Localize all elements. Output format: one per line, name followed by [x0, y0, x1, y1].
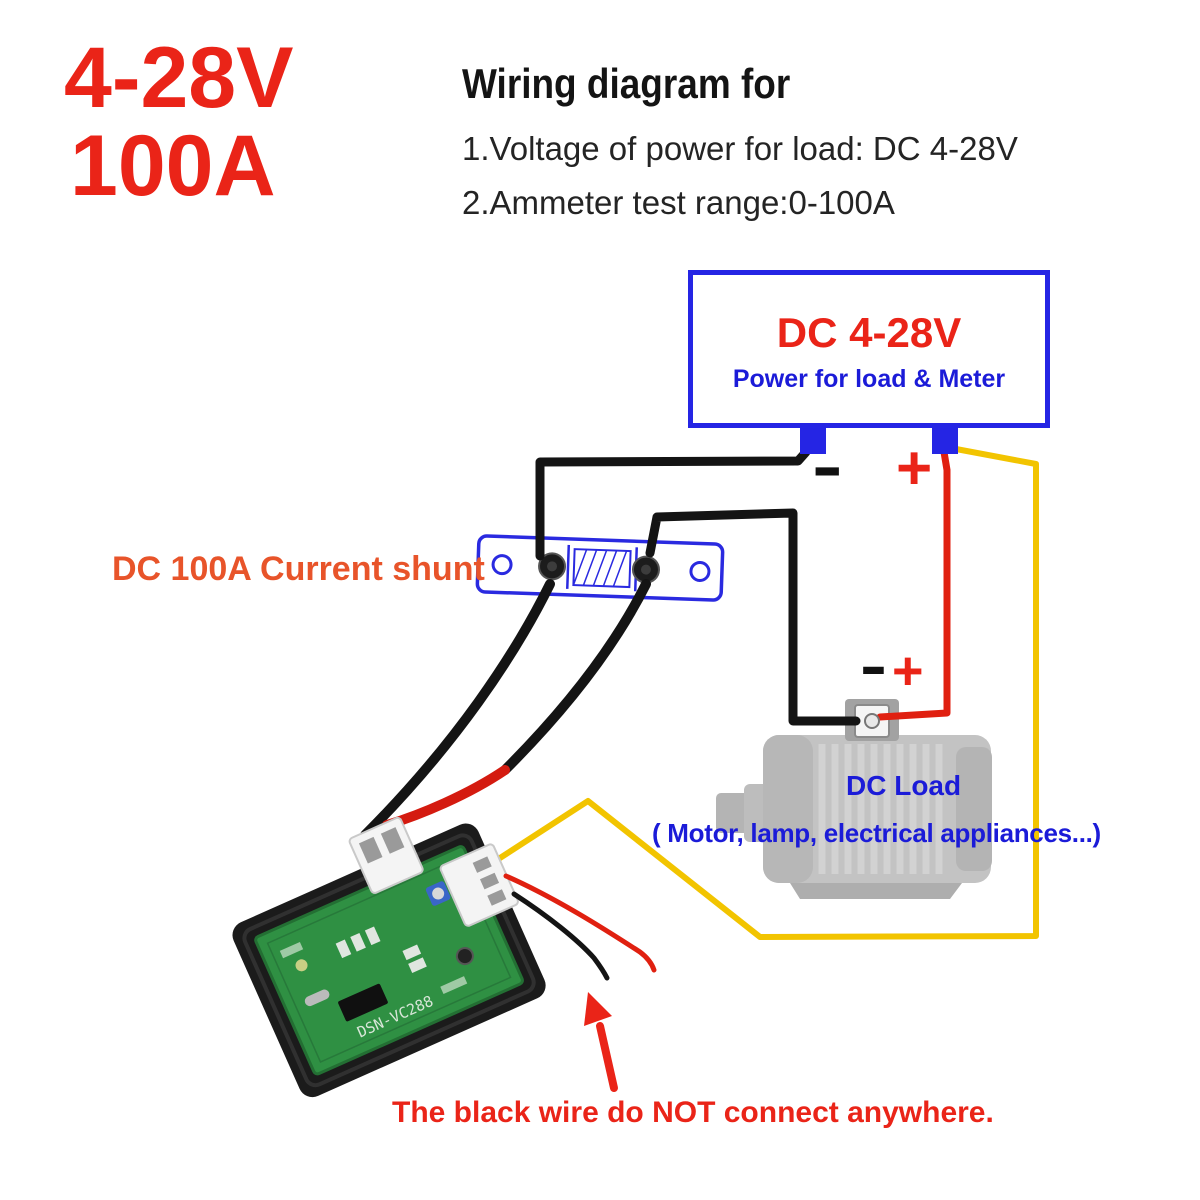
diagram-note-ammeter: 2.Ammeter test range:0-100A: [462, 184, 895, 221]
diagram-note-voltage: 1.Voltage of power for load: DC 4-28V: [462, 130, 1018, 167]
current-shunt-graphic: [475, 534, 725, 602]
motor-fins: [818, 744, 943, 874]
load-positive-symbol: +: [892, 641, 924, 701]
shunt-bolt-right-highlight: [640, 564, 651, 575]
motor-base: [790, 883, 962, 899]
load-negative-symbol: -: [860, 632, 887, 699]
diagram-title: Wiring diagram for: [462, 60, 791, 107]
power-positive-symbol: +: [896, 434, 933, 503]
power-source-title: DC 4-28V: [776, 309, 962, 356]
power-terminal-negative-tab: [800, 426, 826, 454]
rating-voltage: 4-28V: [64, 30, 294, 126]
shunt-label: DC 100A Current shunt: [112, 550, 485, 588]
wire-meter-thin-black-unconnected: [511, 891, 610, 981]
load-title: DC Load: [846, 770, 962, 801]
wire-ammeter-black: [360, 579, 555, 840]
wire-power-negative-to-shunt: [535, 447, 811, 561]
meter-pcb-components: [279, 881, 474, 1022]
meter-connector-3pin: [439, 843, 519, 927]
wire-shunt-to-load-negative: [645, 508, 861, 726]
meter-module-graphic: DSN-VC288: [232, 816, 546, 1098]
shunt-resistive-element: [566, 544, 638, 592]
warning-text: The black wire do NOT connect anywhere.: [392, 1096, 994, 1129]
motor-front-cap: [763, 735, 813, 883]
rating-current: 100A: [70, 118, 276, 214]
shunt-bolt-left-highlight: [547, 561, 558, 572]
meter-connector-2pin: [348, 816, 424, 894]
shunt-mount-hole-right: [689, 560, 711, 582]
power-negative-symbol: -: [812, 428, 843, 504]
warning-arrow: [584, 992, 618, 1092]
power-source-subtitle: Power for load & Meter: [732, 365, 1006, 393]
wire-ammeter-black-2: [500, 579, 651, 775]
shunt-mount-hole-left: [491, 554, 513, 576]
load-examples: ( Motor, lamp, electrical appliances...): [652, 818, 1101, 848]
power-source-box: DC 4-28V Power for load & Meter: [688, 270, 1050, 428]
wire-meter-thin-red: [503, 873, 657, 973]
wire-power-positive-to-load: [876, 448, 951, 721]
motor-rear-cap: [956, 747, 992, 871]
power-terminal-positive-tab: [932, 426, 958, 454]
load-terminal-screw: [864, 713, 880, 729]
wire-voltage-sense-yellow: [497, 446, 1039, 940]
